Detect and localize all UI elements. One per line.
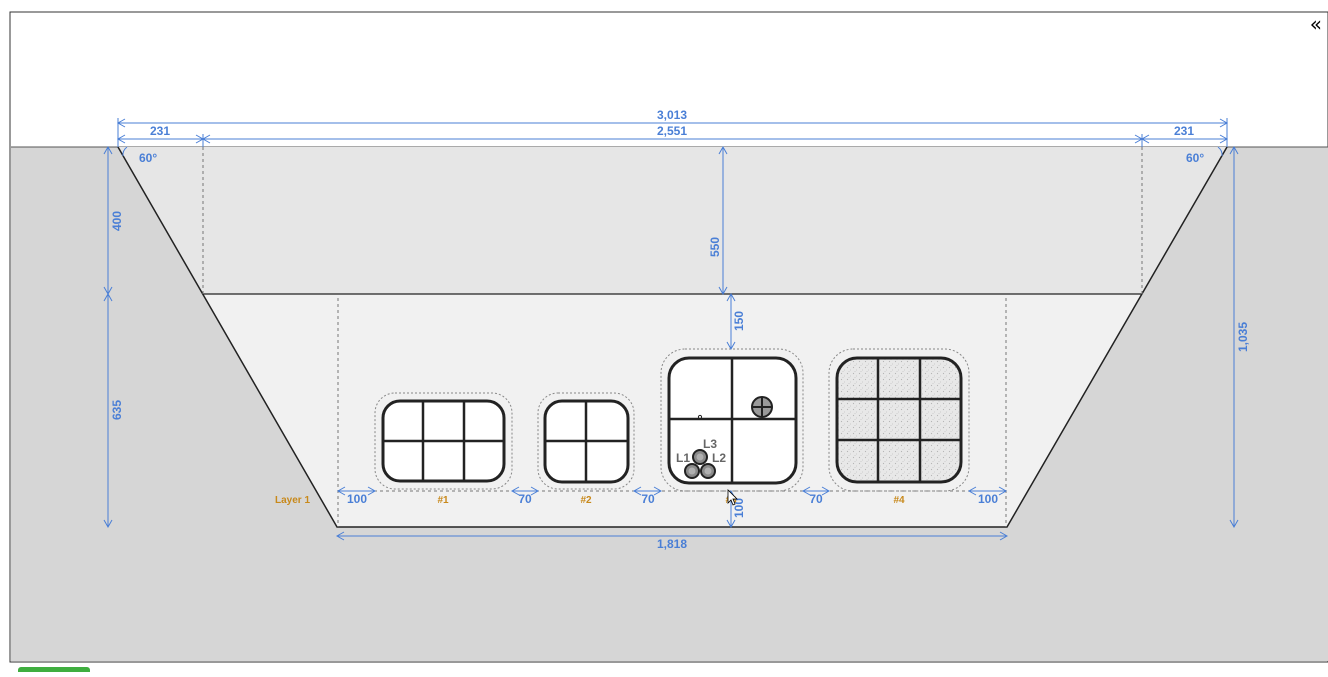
trench-backfill-upper bbox=[118, 147, 1227, 294]
dimension-lines bbox=[103, 118, 1239, 541]
pull-wire-icon bbox=[697, 414, 703, 420]
duct-1-envelope bbox=[374, 392, 513, 490]
duct-group-1[interactable] bbox=[374, 392, 513, 490]
dim-inner-gap-depth: 150 bbox=[732, 311, 746, 331]
dim-right-total-depth: 1,035 bbox=[1236, 322, 1250, 352]
duct-group-2[interactable] bbox=[537, 392, 635, 490]
duct-2-envelope bbox=[537, 392, 635, 490]
mouse-cursor-icon bbox=[727, 489, 738, 506]
dim-top-inner: 2,551 bbox=[657, 124, 687, 138]
dim-gap-1-2: 70 bbox=[518, 492, 532, 506]
duct-4[interactable] bbox=[835, 356, 963, 484]
duct-4-label: #4 bbox=[893, 495, 905, 506]
guide-lines bbox=[202, 147, 1143, 527]
duct-3-envelope bbox=[660, 348, 804, 492]
trench-outline bbox=[117, 146, 1228, 528]
dim-bottom-width: 1,818 bbox=[657, 537, 687, 551]
dim-top-total: 3,013 bbox=[657, 108, 687, 122]
cable-label-l3: L3 bbox=[703, 437, 717, 451]
dim-gap-3-4: 70 bbox=[809, 492, 823, 506]
dim-top-left-offset: 231 bbox=[150, 124, 170, 138]
dim-gap-2-3: 70 bbox=[641, 492, 655, 506]
dim-bottom-clearance: 100 bbox=[732, 498, 746, 518]
status-indicator-tab[interactable] bbox=[18, 667, 90, 672]
cable-label-l2: L2 bbox=[712, 451, 726, 465]
dim-cover-depth: 550 bbox=[708, 237, 722, 257]
collapse-panel-button[interactable]: « bbox=[1309, 12, 1322, 36]
duct-4-envelope bbox=[828, 348, 970, 492]
duct-2-label: #2 bbox=[580, 495, 592, 506]
duct-group-4[interactable] bbox=[828, 348, 970, 492]
cable-label-l1: L1 bbox=[676, 451, 690, 465]
layer-label: Layer 1 bbox=[275, 495, 310, 506]
duct-1-label: #1 bbox=[437, 495, 449, 506]
dim-left-upper-depth: 400 bbox=[110, 211, 124, 231]
angle-left-label: 60° bbox=[139, 151, 157, 165]
dim-gap-right: 100 bbox=[978, 492, 998, 506]
trefoil-cable-bundle-icon[interactable] bbox=[684, 449, 716, 479]
angle-right-label: 60° bbox=[1186, 151, 1204, 165]
dim-top-right-offset: 231 bbox=[1174, 124, 1194, 138]
duct-group-3[interactable]: L3 L1 L2 bbox=[660, 348, 804, 492]
crosshair-conduit-icon[interactable] bbox=[751, 396, 773, 418]
dim-gap-left: 100 bbox=[347, 492, 367, 506]
dim-left-lower-depth: 635 bbox=[110, 400, 124, 420]
